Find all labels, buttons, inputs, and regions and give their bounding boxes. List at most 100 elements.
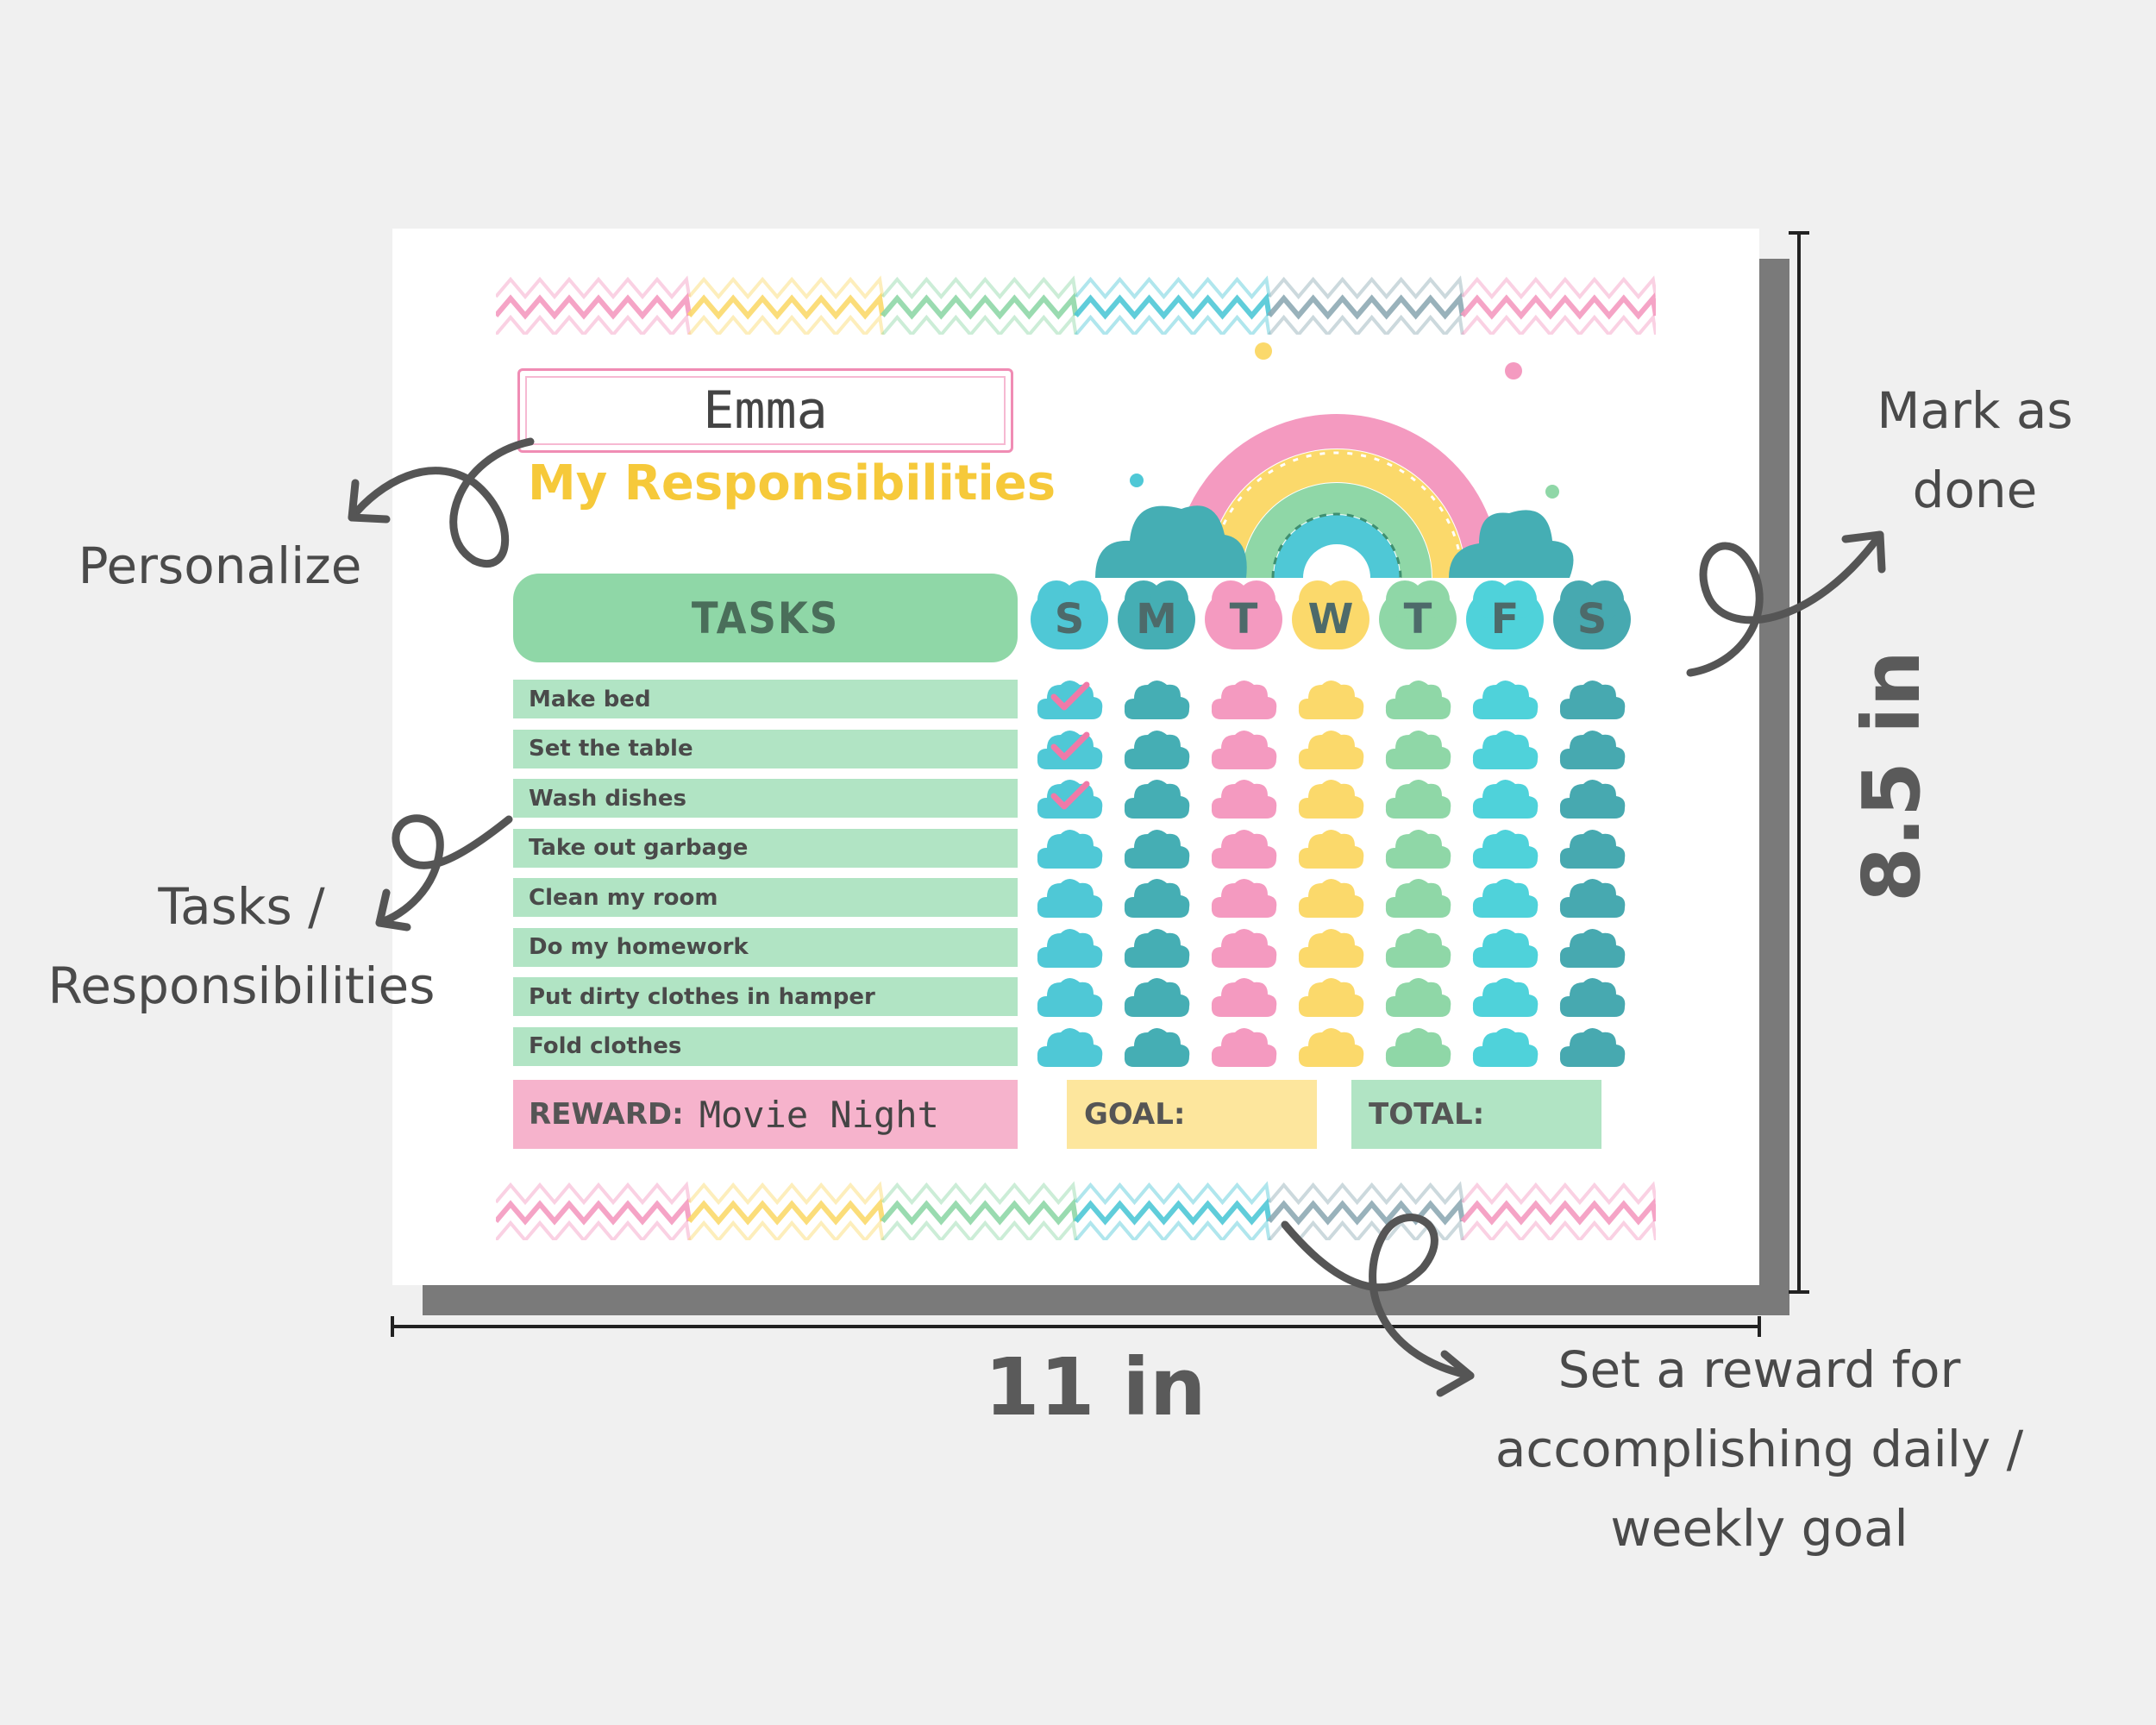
arrow-mark-done (1686, 530, 1886, 677)
chevron-stripe (1461, 275, 1656, 300)
task-row[interactable]: Set the table (513, 729, 1018, 768)
task-label: Take out garbage (529, 835, 749, 861)
check-cloud[interactable] (1470, 923, 1539, 971)
check-cloud[interactable] (1122, 674, 1191, 723)
check-cloud[interactable] (1470, 873, 1539, 921)
check-cloud[interactable] (1296, 972, 1365, 1020)
chevron-stripe (1267, 292, 1465, 320)
chevron-stripe (1074, 292, 1272, 320)
chevron-stripe (496, 1198, 693, 1226)
check-cloud[interactable] (1122, 1022, 1191, 1070)
check-cloud[interactable] (1035, 724, 1104, 773)
check-cloud[interactable] (1296, 824, 1365, 872)
check-cloud[interactable] (1557, 1022, 1626, 1070)
check-cloud[interactable] (1296, 724, 1365, 773)
total-box[interactable]: TOTAL: (1351, 1080, 1601, 1149)
check-cloud[interactable] (1383, 1022, 1452, 1070)
chevron-stripe (496, 313, 692, 335)
day-header-cloud (1205, 580, 1282, 649)
check-cloud[interactable] (1557, 724, 1626, 773)
check-cloud[interactable] (1470, 1022, 1539, 1070)
check-cloud[interactable] (1557, 824, 1626, 872)
check-cloud[interactable] (1470, 774, 1539, 822)
check-cloud[interactable] (1035, 774, 1104, 822)
check-cloud[interactable] (1035, 674, 1104, 723)
task-row[interactable]: Clean my room (513, 878, 1018, 917)
check-cloud[interactable] (1470, 674, 1539, 723)
day-letter: T (1403, 595, 1432, 643)
check-cloud[interactable] (1557, 674, 1626, 723)
check-cloud[interactable] (1035, 873, 1104, 921)
check-cloud[interactable] (1209, 873, 1278, 921)
day-header-cloud (1031, 580, 1108, 649)
check-cloud[interactable] (1035, 923, 1104, 971)
check-cloud[interactable] (1209, 824, 1278, 872)
check-cloud[interactable] (1035, 972, 1104, 1020)
check-cloud[interactable] (1122, 923, 1191, 971)
chevron-stripe (1461, 313, 1656, 335)
chevron-stripe (687, 1181, 885, 1206)
chevron-stripe (881, 313, 1078, 335)
chevron-stripe (687, 275, 885, 300)
check-cloud[interactable] (1209, 724, 1278, 773)
goal-box[interactable]: GOAL: (1067, 1080, 1317, 1149)
width-dimension-cap-left (391, 1316, 394, 1337)
chevron-stripe (686, 1198, 886, 1226)
check-cloud[interactable] (1383, 923, 1452, 971)
chevron-stripe (496, 1219, 692, 1240)
check-cloud[interactable] (1122, 774, 1191, 822)
reward-box[interactable]: REWARD: Movie Night (513, 1080, 1018, 1149)
day-header-cloud (1379, 580, 1457, 649)
check-cloud[interactable] (1209, 923, 1278, 971)
check-cloud[interactable] (1296, 774, 1365, 822)
day-letter: T (1229, 595, 1258, 643)
task-row[interactable]: Do my homework (513, 927, 1018, 967)
check-cloud[interactable] (1383, 824, 1452, 872)
check-cloud[interactable] (1470, 724, 1539, 773)
chevron-border-top (496, 275, 1656, 335)
check-cloud[interactable] (1557, 972, 1626, 1020)
check-cloud[interactable] (1122, 824, 1191, 872)
check-cloud[interactable] (1383, 972, 1452, 1020)
task-row[interactable]: Fold clothes (513, 1026, 1018, 1066)
task-label: Set the table (529, 736, 693, 762)
task-row[interactable]: Make bed (513, 680, 1018, 718)
check-cloud[interactable] (1035, 824, 1104, 872)
check-cloud[interactable] (1296, 1022, 1365, 1070)
annotation-reward: Set a reward for accomplishing daily / w… (1449, 1330, 2070, 1568)
check-cloud[interactable] (1296, 674, 1365, 723)
chevron-stripe (881, 1181, 1078, 1206)
check-cloud[interactable] (1557, 873, 1626, 921)
check-cloud[interactable] (1383, 774, 1452, 822)
annotation-reward-line3: weekly goal (1610, 1499, 1908, 1558)
check-cloud[interactable] (1209, 1022, 1278, 1070)
check-cloud[interactable] (1035, 1022, 1104, 1070)
chevron-stripe (1268, 1181, 1464, 1206)
check-cloud[interactable] (1470, 972, 1539, 1020)
chevron-stripe (881, 1198, 1079, 1226)
check-cloud[interactable] (1209, 972, 1278, 1020)
check-cloud[interactable] (1557, 923, 1626, 971)
check-cloud[interactable] (1296, 923, 1365, 971)
check-cloud[interactable] (1122, 972, 1191, 1020)
check-cloud[interactable] (1209, 774, 1278, 822)
check-cloud[interactable] (1383, 674, 1452, 723)
check-cloud[interactable] (1557, 774, 1626, 822)
day-letter: F (1490, 595, 1520, 643)
check-cloud[interactable] (1383, 724, 1452, 773)
task-row[interactable]: Put dirty clothes in hamper (513, 977, 1018, 1016)
check-cloud[interactable] (1209, 674, 1278, 723)
check-cloud[interactable] (1470, 824, 1539, 872)
day-header: F (1466, 580, 1544, 649)
name-plate[interactable]: Emma (517, 368, 1013, 453)
check-cloud[interactable] (1122, 724, 1191, 773)
check-cloud[interactable] (1122, 873, 1191, 921)
annotation-mark-line2: done (1912, 461, 2038, 519)
height-dimension-line (1797, 231, 1801, 1294)
chevron-stripe (1460, 292, 1656, 320)
check-cloud[interactable] (1296, 873, 1365, 921)
task-row[interactable]: Wash dishes (513, 779, 1018, 818)
task-row[interactable]: Take out garbage (513, 828, 1018, 868)
annotation-reward-line2: accomplishing daily / (1495, 1420, 2024, 1478)
check-cloud[interactable] (1383, 873, 1452, 921)
